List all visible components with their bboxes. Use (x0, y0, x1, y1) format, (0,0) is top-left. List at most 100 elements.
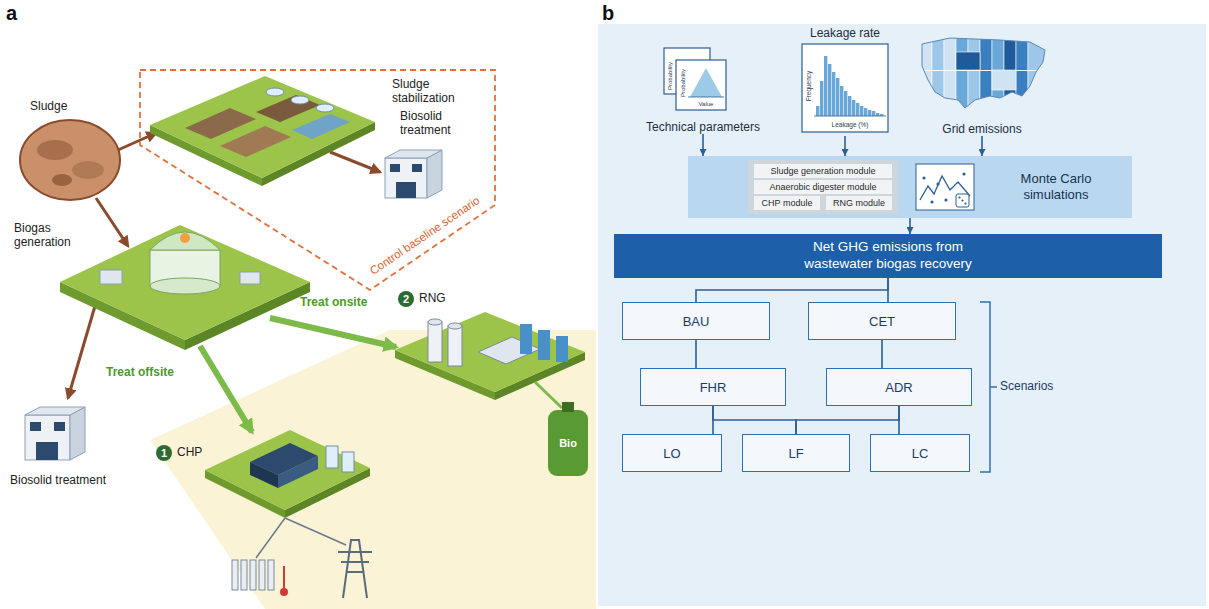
grid-map (932, 34, 944, 110)
dice-icon (956, 194, 969, 207)
scenario-box: LC (870, 434, 970, 472)
node-text: RNG module (833, 199, 885, 208)
result-box: Net GHG emissions from wastewater biogas… (614, 234, 1162, 278)
digester-platform (60, 225, 310, 340)
chp-output (285, 518, 346, 545)
chp-platform (342, 452, 354, 472)
leakage-histogram (820, 81, 823, 116)
rng-platform (395, 312, 585, 400)
leakage-histogram (832, 72, 835, 116)
leakage-histogram (856, 103, 859, 116)
axis-label: Probability (680, 69, 687, 97)
rng-platform (538, 330, 550, 360)
node-text: CET (869, 314, 895, 329)
node-text: LF (788, 446, 803, 461)
leakage-histogram (824, 56, 827, 116)
material-label: Sludge (30, 100, 67, 114)
digester-platform (60, 225, 310, 350)
node-text: Monte Carlo simulations (988, 171, 1124, 202)
node-text: Grid emissions (942, 122, 1021, 136)
grid-map (956, 34, 968, 110)
sludge-arrow (118, 133, 156, 150)
biogas-pipe (270, 318, 396, 347)
node-text: Anaerobic digester module (769, 183, 876, 192)
sludge-pile (52, 174, 72, 186)
module-box: CHP module (754, 196, 820, 210)
panel-letter: a (6, 2, 17, 25)
biosolid-building (36, 442, 58, 460)
scenario-box: LF (742, 434, 850, 472)
scenario-bracket (980, 302, 997, 472)
axis-label: Frequency (805, 71, 812, 102)
axis-label: Leakage (%) (832, 121, 869, 128)
connector (695, 340, 697, 368)
leakage-histogram (840, 86, 843, 116)
biosolid-building (25, 150, 442, 460)
panel-letter: b (602, 2, 614, 25)
leakage-histogram (836, 78, 839, 116)
grid-map (920, 70, 1050, 71)
grid-map (1028, 34, 1048, 110)
stabilization-platform (291, 96, 309, 104)
node-text: Technical parameters (646, 120, 760, 134)
node-text: ADR (885, 380, 912, 395)
leakage-histogram (872, 111, 875, 116)
leakage-histogram (814, 116, 886, 117)
connector (702, 134, 704, 156)
biosolid-building (390, 164, 400, 172)
chp-output (250, 560, 256, 590)
digester-platform (150, 232, 220, 250)
stabilization-platform (220, 126, 291, 157)
biosolid-building (385, 150, 442, 158)
bracket-label: Scenarios (1000, 380, 1053, 394)
connector (696, 278, 888, 302)
chp-output (268, 560, 274, 590)
scenario-box: LO (622, 434, 722, 472)
biosolid-building (25, 415, 70, 460)
node-text: BAU (683, 314, 710, 329)
module-box: Anaerobic digester module (754, 180, 892, 194)
connector (887, 278, 889, 302)
chart-icon (936, 182, 939, 185)
scenario-outline (140, 70, 495, 290)
node-text: Net GHG emissions from wastewater biogas… (796, 239, 981, 273)
model-band: Monte Carlo simulations Sludge generation… (688, 156, 1132, 218)
product-label: Bio (550, 437, 586, 450)
chp-platform (250, 462, 278, 488)
chart-icon (944, 198, 947, 201)
connector (898, 406, 900, 434)
stabilization-platform (266, 88, 284, 96)
digester-platform (240, 272, 260, 284)
connector (713, 406, 796, 434)
chart-icon (962, 172, 965, 175)
grid-map (920, 34, 1050, 110)
parameter-cards (664, 48, 726, 110)
biosolid-building (412, 164, 422, 172)
scenario-box: FHR (640, 368, 786, 406)
module-box: RNG module (826, 196, 892, 210)
input-icon: Grid emissions (912, 28, 1052, 136)
rng-platform (395, 312, 585, 392)
sludge-arrow (330, 152, 380, 172)
stabilization-platform (316, 104, 334, 112)
chp-output (338, 540, 372, 598)
pathway-label: CHP (177, 446, 202, 460)
digester-platform (180, 233, 190, 243)
rng-output (548, 410, 588, 476)
chp-output (232, 518, 372, 598)
sludge-pile (20, 120, 120, 200)
leakage-histogram (802, 44, 888, 132)
node-text: Sludge generation module (770, 167, 875, 176)
chp-platform (326, 446, 338, 468)
pathway-label: Treat onsite (300, 296, 367, 310)
chp-platform (205, 430, 370, 518)
rng-output (535, 382, 588, 476)
chart-icon (922, 176, 925, 179)
biosolid-building (385, 158, 427, 198)
chp-output (280, 588, 288, 596)
rng-output (562, 402, 574, 412)
sludge-arrow (68, 306, 95, 398)
biosolid-building (25, 407, 85, 415)
